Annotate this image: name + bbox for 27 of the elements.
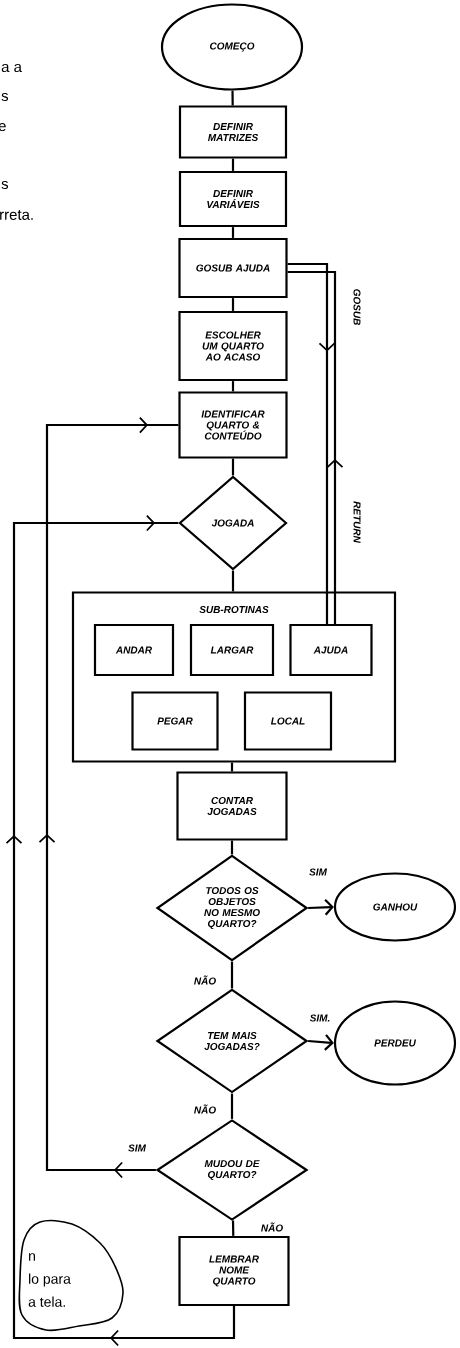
edge-label: NÃO <box>261 1222 283 1232</box>
edge-label: NÃO <box>194 975 216 985</box>
process-box: LOCAL <box>243 691 333 751</box>
text-fragment: s <box>1 180 9 190</box>
flow-arrow <box>308 899 334 916</box>
edge-label: SIM <box>128 1144 147 1152</box>
text-fragment: a a <box>1 63 22 73</box>
process-box: DEFINIR VARIÁVEIS <box>178 170 288 228</box>
edge-label: RETURN <box>353 501 361 543</box>
process-box: DEFINIR MATRIZES <box>178 105 288 159</box>
process-box: ESCOLHER UM QUARTO AO ACASO <box>178 310 288 382</box>
process-box: LEMBRAR NOME QUARTO <box>178 1235 290 1307</box>
process-box: AJUDA <box>289 623 373 677</box>
edge-label: SIM <box>309 868 328 876</box>
text-fragment: rreta. <box>0 210 33 220</box>
edge-label: GOSUB <box>353 289 361 325</box>
note-cloud: n lo para a tela. <box>18 1219 124 1332</box>
process-box: LARGAR <box>189 623 275 677</box>
process-box: IDENTIFICAR QUARTO & CONTEÚDO <box>178 391 288 459</box>
flow-arrow <box>308 1034 334 1051</box>
edge-label: SIM. <box>309 1014 330 1022</box>
process-box: ANDAR <box>93 623 175 677</box>
edge-label: NÃO <box>194 1104 216 1114</box>
process-box: PEGAR <box>131 691 219 751</box>
process-box: GOSUB AJUDA <box>178 237 288 299</box>
process-box: CONTAR JOGADAS <box>176 771 288 841</box>
text-fragment: s <box>1 92 9 102</box>
